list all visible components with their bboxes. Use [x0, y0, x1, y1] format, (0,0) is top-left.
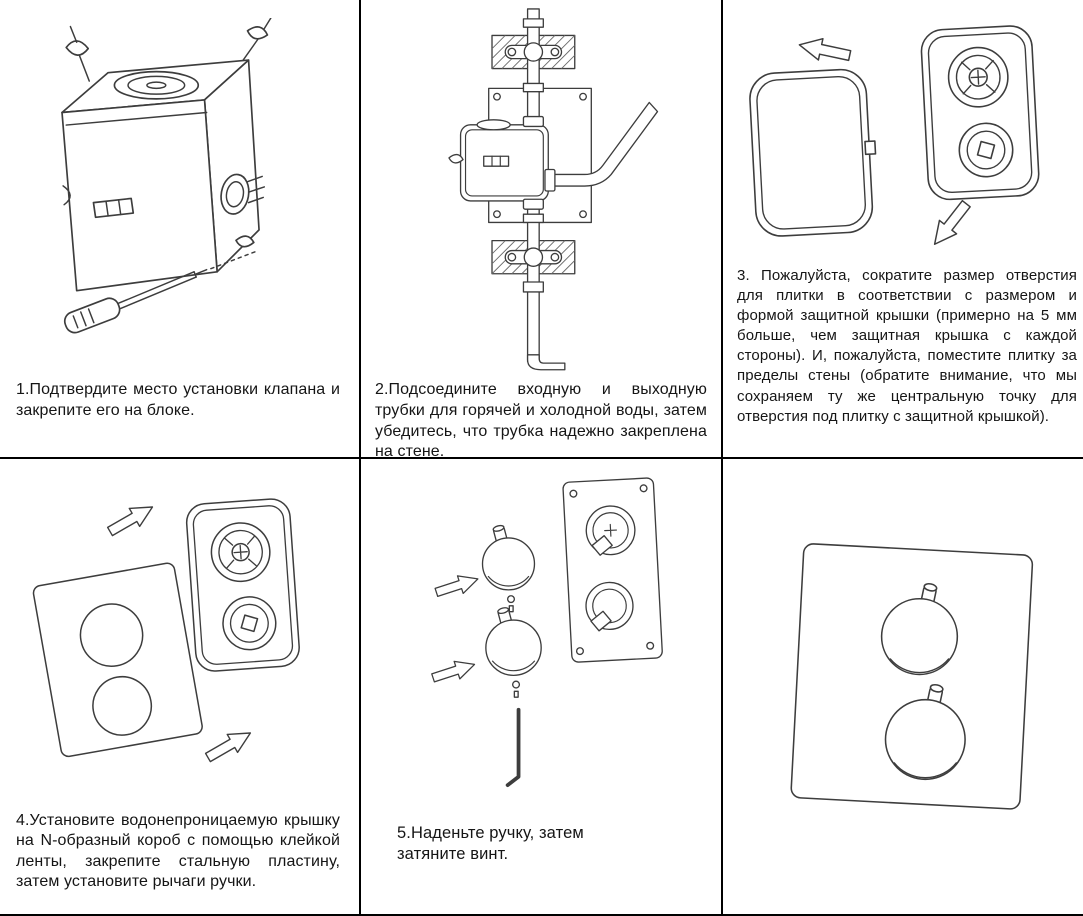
- set-screw-upper: [506, 595, 516, 613]
- direction-arrow-upper: [798, 37, 852, 62]
- step-5-panel: 5.Наденьте ручку, затем затяните винт.: [361, 459, 723, 914]
- step-1-illustration: [61, 18, 272, 334]
- valve-body: [448, 115, 549, 210]
- step-5-illustration: [431, 477, 663, 788]
- step-1-panel: 1.Подтвердите место установки клапана и …: [0, 0, 361, 459]
- step-4-caption: 4.Установите водонепроницаемую крышку на…: [16, 812, 340, 891]
- allen-key: [505, 707, 521, 788]
- step-3-panel: 3. Пожалуйста, сократите размер отверсти…: [723, 0, 1083, 459]
- valve-trim-panel: [185, 498, 300, 672]
- handle-knob-upper: [880, 583, 959, 676]
- waterproof-cover-plate: [32, 562, 203, 758]
- screwdriver: [63, 251, 256, 334]
- cover-plate: [749, 68, 877, 237]
- direction-arrow-lower: [933, 199, 971, 245]
- step-2-panel: 2.Подсоедините входную и выходную трубки…: [361, 0, 723, 459]
- handle-knob-lower: [485, 607, 542, 677]
- pipe-clamp-bottom: [504, 247, 563, 267]
- direction-arrow-upper: [106, 506, 154, 537]
- step-5-caption: 5.Наденьте ручку, затем затяните винт.: [397, 824, 584, 864]
- set-screw-lower: [512, 680, 521, 698]
- pipe-clamp-top: [504, 42, 563, 62]
- direction-arrow-lower: [204, 732, 252, 763]
- step-4-panel: 4.Установите водонепроницаемую крышку на…: [0, 459, 361, 914]
- step-2-caption: 2.Подсоедините входную и выходную трубки…: [375, 381, 707, 459]
- step-3-caption: 3. Пожалуйста, сократите размер отверсти…: [737, 267, 1077, 425]
- valve-rough-in-box: [61, 18, 272, 292]
- direction-arrow-upper: [434, 575, 479, 598]
- direction-arrow-lower: [431, 660, 476, 683]
- step-6-illustration: [790, 543, 1034, 810]
- outlet-pipe-elbow: [544, 101, 659, 192]
- handle-knob-lower: [884, 683, 966, 781]
- step-2-illustration: [448, 8, 659, 371]
- valve-trim-panel: [920, 25, 1040, 201]
- step-3-illustration: [749, 25, 1040, 245]
- valve-trim-panel: [562, 477, 663, 663]
- finished-plate: [790, 543, 1034, 810]
- step-4-illustration: [32, 498, 300, 763]
- step-1-caption: 1.Подтвердите место установки клапана и …: [16, 381, 340, 419]
- step-6-panel: [723, 459, 1083, 914]
- handle-knob-upper: [481, 524, 536, 591]
